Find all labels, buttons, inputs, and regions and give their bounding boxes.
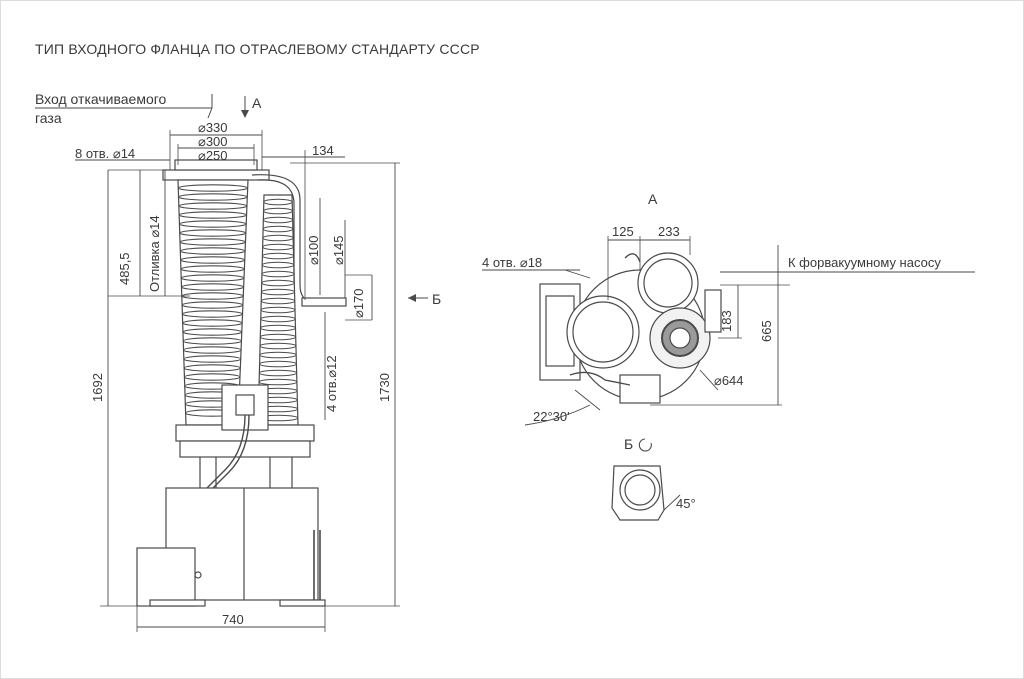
coil-ring bbox=[263, 207, 293, 215]
coil-ring bbox=[180, 265, 245, 273]
coil-ring bbox=[262, 243, 294, 251]
coil-ring bbox=[261, 279, 295, 287]
coil-ring bbox=[260, 306, 296, 314]
diameter-250-label: ⌀250 bbox=[198, 148, 228, 163]
angle-2230-label: 22°30' bbox=[533, 409, 570, 424]
coil-ring bbox=[178, 211, 248, 219]
view-a-arrow-label: А bbox=[252, 95, 262, 111]
casting-d14-label: Отливка ⌀14 bbox=[147, 215, 162, 292]
coil-ring bbox=[183, 373, 241, 381]
view-a bbox=[482, 236, 975, 426]
coil-ring bbox=[181, 301, 244, 309]
dimension-665-label: 665 bbox=[759, 320, 774, 342]
diameter-100-label: ⌀100 bbox=[306, 235, 321, 265]
coil-ring bbox=[263, 198, 293, 206]
dimension-4855-label: 485,5 bbox=[117, 252, 132, 285]
holes-8-d14-label: 8 отв. ⌀14 bbox=[75, 146, 136, 161]
inlet-label-line1: Вход откачиваемого bbox=[35, 91, 167, 107]
dimension-125-label: 125 bbox=[612, 224, 634, 239]
coil-ring bbox=[259, 333, 297, 341]
coil-ring bbox=[179, 229, 247, 237]
coil-ring bbox=[262, 234, 294, 242]
coil-ring bbox=[181, 310, 244, 318]
coil-ring bbox=[178, 202, 248, 210]
dimension-233-label: 233 bbox=[658, 224, 680, 239]
holes-4-d12-label: 4 отв.⌀12 bbox=[324, 355, 339, 412]
coil-ring bbox=[258, 378, 298, 386]
coil-ring bbox=[180, 283, 245, 291]
coil-ring bbox=[183, 346, 242, 354]
coil-ring bbox=[260, 315, 296, 323]
coil-ring bbox=[178, 220, 247, 228]
view-a-title: А bbox=[648, 191, 658, 207]
coil-ring bbox=[180, 256, 246, 264]
coil-ring bbox=[183, 364, 241, 372]
section-b-arrow-label: Б bbox=[432, 291, 442, 307]
front-view bbox=[35, 94, 428, 632]
coil-ring bbox=[182, 328, 243, 336]
coil-ring bbox=[179, 247, 246, 255]
coil-ring bbox=[259, 342, 297, 350]
angle-45-label: 45° bbox=[676, 496, 696, 511]
coil-ring bbox=[262, 225, 294, 233]
holes-4-d18-label: 4 отв. ⌀18 bbox=[482, 255, 543, 270]
diameter-644-label: ⌀644 bbox=[714, 373, 744, 388]
section-b bbox=[611, 438, 681, 521]
dimension-740-label: 740 bbox=[222, 612, 244, 627]
coil-ring bbox=[259, 351, 297, 359]
diameter-145-label: ⌀145 bbox=[331, 235, 346, 265]
coil-ring bbox=[259, 360, 297, 368]
section-b-title: Б bbox=[624, 436, 634, 452]
coil-ring bbox=[260, 288, 296, 296]
coil-ring bbox=[260, 324, 296, 332]
dimension-183-label: 183 bbox=[719, 310, 734, 332]
dimension-134-label: 134 bbox=[312, 143, 334, 158]
coil-ring bbox=[179, 238, 247, 246]
to-forevacuum-pump-label: К форвакуумному насосу bbox=[788, 255, 941, 270]
diameter-170-label: ⌀170 bbox=[351, 288, 366, 318]
coil-ring bbox=[177, 184, 249, 192]
coil-ring bbox=[262, 216, 294, 224]
inlet-label-line2: газа bbox=[35, 110, 62, 126]
coil-ring bbox=[180, 274, 245, 282]
drawing-title: ТИП ВХОДНОГО ФЛАНЦА ПО ОТРАСЛЕВОМУ СТАНД… bbox=[35, 41, 480, 57]
dimension-1730-label: 1730 bbox=[377, 373, 392, 402]
coil-ring bbox=[182, 337, 242, 345]
coil-ring bbox=[258, 369, 298, 377]
coil-ring bbox=[183, 355, 242, 363]
diameter-300-label: ⌀300 bbox=[198, 134, 228, 149]
coil-ring bbox=[260, 297, 296, 305]
coil-ring bbox=[178, 193, 248, 201]
dimension-1692-label: 1692 bbox=[90, 373, 105, 402]
diameter-330-label: ⌀330 bbox=[198, 120, 228, 135]
coil-ring bbox=[182, 319, 243, 327]
